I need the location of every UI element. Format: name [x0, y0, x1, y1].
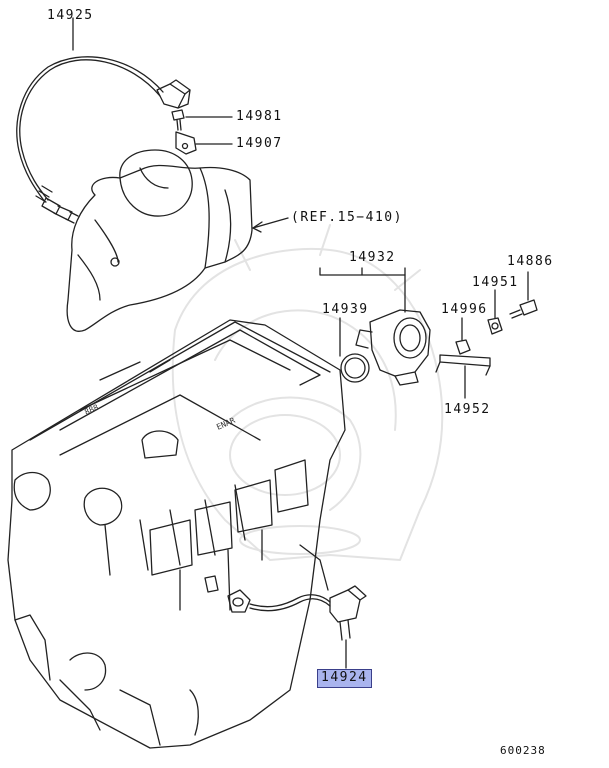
reference-label[interactable]: (REF.15−410) [291, 210, 403, 225]
part-number-14886[interactable]: 14886 [507, 254, 554, 269]
bracket-14907 [175, 131, 233, 155]
bolt-14981 [171, 109, 233, 131]
exhaust-manifold [66, 149, 289, 332]
part-number-14939[interactable]: 14939 [322, 302, 369, 317]
throttle-position-sensor-14932 [319, 267, 431, 386]
washer-14951 [487, 289, 503, 335]
part-number-14951[interactable]: 14951 [472, 275, 519, 290]
part-number-14924-highlighted[interactable]: 14924 [317, 669, 372, 688]
part-number-14996[interactable]: 14996 [441, 302, 488, 317]
part-number-14932[interactable]: 14932 [349, 250, 396, 265]
part-number-14907[interactable]: 14907 [236, 136, 283, 151]
svg-text:888: 888 [83, 403, 100, 417]
part-number-14981[interactable]: 14981 [236, 109, 283, 124]
part-number-14925[interactable]: 14925 [47, 8, 94, 23]
watermark-emblem [171, 224, 444, 561]
part-number-14952[interactable]: 14952 [444, 402, 491, 417]
knock-sensor-14924 [227, 585, 367, 669]
o-ring-14939 [339, 317, 370, 383]
bracket-14952 [435, 354, 491, 399]
diagram-code: 600238 [500, 744, 546, 757]
oxygen-sensor-14925 [16, 17, 191, 224]
bolt-14886 [509, 271, 538, 319]
nut-14996 [455, 317, 471, 355]
engine-block: 888 ENAR [7, 319, 346, 749]
svg-text:ENAR: ENAR [215, 416, 236, 432]
